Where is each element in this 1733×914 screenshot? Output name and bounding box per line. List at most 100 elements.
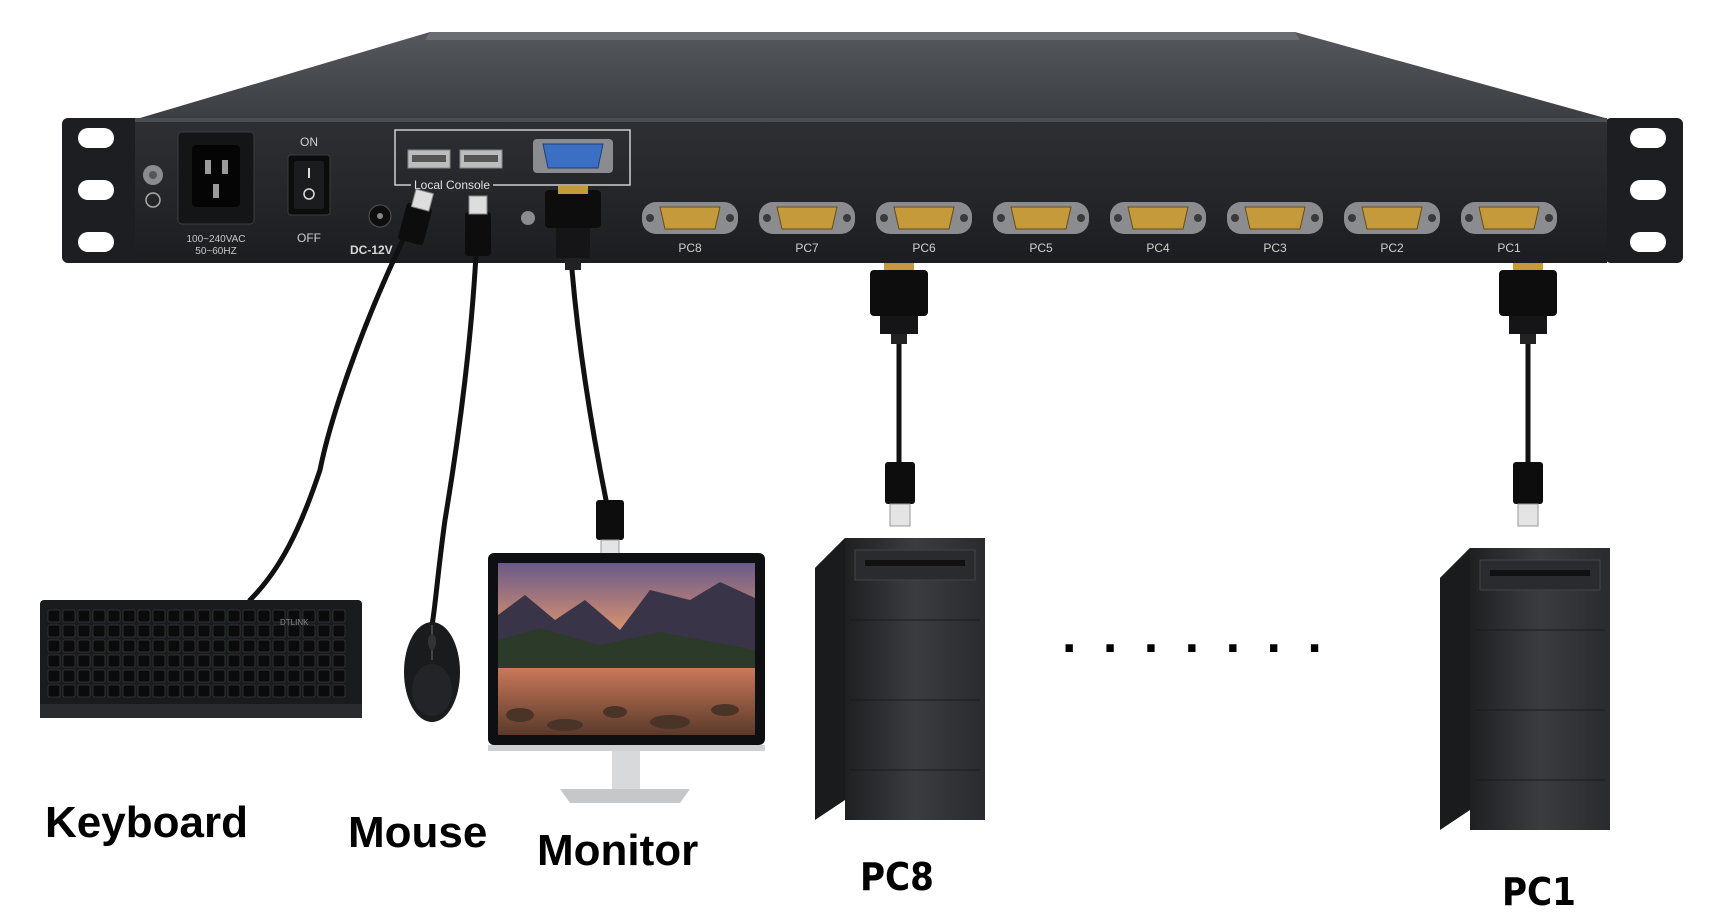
keyboard-key <box>228 640 240 652</box>
power-inlet <box>178 132 254 224</box>
keyboard-key <box>258 655 270 667</box>
keyboard-key <box>288 670 300 682</box>
pc1-usb-plug <box>1513 462 1543 526</box>
keyboard-key <box>303 685 315 697</box>
keyboard-key <box>243 655 255 667</box>
keyboard-key <box>183 685 195 697</box>
keyboard-brand: DTLINK <box>280 618 309 627</box>
keyboard-key <box>108 625 120 637</box>
monitor-caption: Monitor <box>537 826 698 876</box>
keyboard-key <box>183 610 195 622</box>
keyboard-key <box>258 625 270 637</box>
keyboard-key <box>258 610 270 622</box>
keyboard-key <box>78 610 90 622</box>
keyboard-key <box>123 670 135 682</box>
mouse-usb-plug-top <box>465 196 491 256</box>
keyboard-key <box>63 625 75 637</box>
keyboard-key <box>93 625 105 637</box>
keyboard-key <box>108 640 120 652</box>
keyboard-key <box>123 655 135 667</box>
rack-ear-right <box>1605 118 1683 263</box>
monitor-cable <box>572 270 606 500</box>
pc8-vga-plug <box>870 263 928 344</box>
mouse-cable <box>432 255 476 625</box>
keyboard-key <box>153 685 165 697</box>
keyboard-key <box>213 640 225 652</box>
rack-ear-left <box>62 118 140 263</box>
keyboard-key <box>63 610 75 622</box>
kvm-port-label: PC4 <box>1146 241 1170 255</box>
keyboard-key <box>48 670 60 682</box>
keyboard-key <box>273 640 285 652</box>
kvm-port-label: PC5 <box>1029 241 1053 255</box>
keyboard-key <box>318 625 330 637</box>
keyboard-key <box>213 625 225 637</box>
keyboard-key <box>63 640 75 652</box>
keyboard-key <box>333 670 345 682</box>
keyboard-key <box>318 670 330 682</box>
keyboard-key <box>213 610 225 622</box>
keyboard-key <box>108 685 120 697</box>
keyboard-icon: DTLINK <box>40 600 362 718</box>
pc8-caption: PC8 <box>860 855 934 899</box>
kvm-top-surface <box>140 32 1605 118</box>
keyboard-key <box>228 625 240 637</box>
keyboard-key <box>198 670 210 682</box>
pc1-vga-plug <box>1499 263 1557 344</box>
keyboard-key <box>288 655 300 667</box>
keyboard-key <box>243 670 255 682</box>
ellipsis-more-pcs: . . . . . . . <box>1062 605 1328 665</box>
local-console-label: Local Console <box>414 178 490 192</box>
keyboard-key <box>63 685 75 697</box>
dc-label: DC-12V <box>350 243 393 257</box>
pc1-tower-icon <box>1440 548 1610 830</box>
keyboard-key <box>333 655 345 667</box>
keyboard-key <box>48 655 60 667</box>
keyboard-key <box>123 640 135 652</box>
power-on-label: ON <box>300 135 318 149</box>
keyboard-key <box>258 640 270 652</box>
keyboard-key <box>78 685 90 697</box>
keyboard-key <box>333 610 345 622</box>
keyboard-key <box>78 670 90 682</box>
keyboard-key <box>288 685 300 697</box>
keyboard-key <box>228 655 240 667</box>
keyboard-key <box>93 610 105 622</box>
kvm-port-label: PC7 <box>795 241 819 255</box>
keyboard-key <box>213 655 225 667</box>
keyboard-key <box>273 655 285 667</box>
mouse-icon <box>404 622 460 722</box>
keyboard-key <box>303 670 315 682</box>
keyboard-key <box>48 685 60 697</box>
keyboard-key <box>78 655 90 667</box>
keyboard-key <box>78 625 90 637</box>
keyboard-key <box>198 610 210 622</box>
keyboard-key <box>138 670 150 682</box>
kvm-port-label: PC6 <box>912 241 936 255</box>
keyboard-caption: Keyboard <box>45 798 248 848</box>
keyboard-key <box>318 655 330 667</box>
keyboard-key <box>243 640 255 652</box>
keyboard-key <box>303 655 315 667</box>
keyboard-key <box>138 610 150 622</box>
power-off-label: OFF <box>297 231 321 245</box>
keyboard-key <box>333 640 345 652</box>
keyboard-key <box>108 610 120 622</box>
keyboard-key <box>93 640 105 652</box>
pc1-caption: PC1 <box>1502 870 1576 914</box>
keyboard-key <box>333 685 345 697</box>
keyboard-key <box>153 610 165 622</box>
keyboard-key <box>243 625 255 637</box>
keyboard-key <box>243 685 255 697</box>
keyboard-key <box>63 670 75 682</box>
keyboard-key <box>138 685 150 697</box>
keyboard-key <box>213 685 225 697</box>
keyboard-key <box>318 640 330 652</box>
keyboard-key <box>123 685 135 697</box>
keyboard-key <box>108 655 120 667</box>
keyboard-key <box>138 655 150 667</box>
power-rocker-switch[interactable] <box>288 155 330 215</box>
kvm-port-label: PC8 <box>678 241 702 255</box>
keyboard-key <box>63 655 75 667</box>
